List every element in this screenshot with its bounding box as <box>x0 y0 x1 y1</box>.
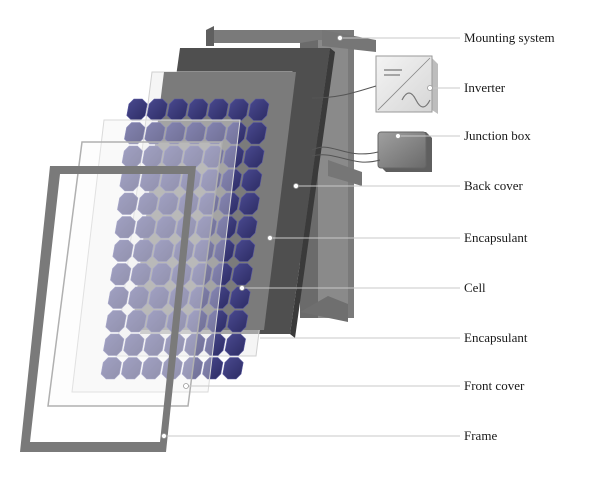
solar-cell <box>243 145 265 168</box>
solar-cell <box>245 122 267 145</box>
solar-cell <box>141 357 163 380</box>
solar-cell <box>225 122 247 145</box>
solar-cell <box>157 192 179 215</box>
solar-cell <box>148 286 170 309</box>
solar-cell <box>202 145 225 168</box>
label-encapsulant-back: Encapsulant <box>464 230 528 245</box>
solar-cell <box>202 357 224 380</box>
solar-cell <box>145 310 168 333</box>
front-cover <box>47 141 223 407</box>
solar-cell <box>105 310 127 333</box>
solar-cell <box>126 98 148 121</box>
solar-cell <box>184 122 207 145</box>
solar-cell <box>128 286 150 309</box>
solar-cell <box>135 216 157 239</box>
solar-cell <box>234 239 256 262</box>
solar-cell <box>124 122 146 145</box>
labels: Mounting system Inverter Junction box Ba… <box>464 30 555 443</box>
label-front-cover: Front cover <box>464 378 525 393</box>
solar-cell <box>227 98 249 121</box>
solar-cell <box>164 122 186 145</box>
solar-cell <box>227 310 249 333</box>
solar-cell <box>121 357 143 380</box>
solar-cell <box>236 216 258 239</box>
solar-cell <box>241 169 263 192</box>
solar-cell <box>216 216 238 239</box>
label-frame: Frame <box>464 428 497 443</box>
solar-cell <box>222 357 244 380</box>
label-back-cover: Back cover <box>464 178 524 193</box>
solar-cell <box>117 192 139 215</box>
solar-cell <box>107 286 129 309</box>
inverter-icon <box>375 55 438 114</box>
solar-cell <box>182 145 204 168</box>
solar-cell <box>152 239 175 262</box>
solar-cell <box>186 310 208 333</box>
junction-box-icon <box>377 131 432 172</box>
solar-cell <box>191 263 213 286</box>
label-mounting-system: Mounting system <box>464 30 555 45</box>
label-encapsulant-front: Encapsulant <box>464 330 528 345</box>
solar-cell <box>184 333 206 356</box>
solar-cell <box>223 145 245 168</box>
leader-lines <box>161 35 460 439</box>
solar-cell <box>218 192 240 215</box>
solar-cell <box>188 286 211 309</box>
solar-cell <box>123 333 145 356</box>
solar-cell <box>144 122 166 145</box>
cell-array <box>100 98 270 380</box>
solar-cell <box>103 333 125 356</box>
solar-cell <box>114 216 136 239</box>
solar-cell <box>209 286 231 309</box>
solar-cell <box>205 122 227 145</box>
solar-cell <box>125 310 147 333</box>
label-inverter: Inverter <box>464 80 506 95</box>
solar-cell <box>137 192 159 215</box>
solar-cell <box>220 169 242 192</box>
solar-cell <box>238 192 260 215</box>
solar-cell <box>132 239 154 262</box>
solar-cell <box>130 263 152 286</box>
solar-cell <box>204 333 226 356</box>
solar-cell <box>112 239 134 262</box>
label-junction-box: Junction box <box>464 128 531 143</box>
solar-cell <box>206 310 228 333</box>
solar-cell <box>150 263 172 286</box>
solar-cell <box>248 98 270 121</box>
solar-cell <box>229 286 251 309</box>
solar-cell <box>110 263 132 286</box>
solar-cell <box>231 263 253 286</box>
solar-cell <box>143 333 165 356</box>
label-cell: Cell <box>464 280 486 295</box>
solar-cell <box>155 216 177 239</box>
solar-cell <box>100 357 122 380</box>
solar-cell <box>224 333 246 356</box>
cables <box>311 85 381 163</box>
